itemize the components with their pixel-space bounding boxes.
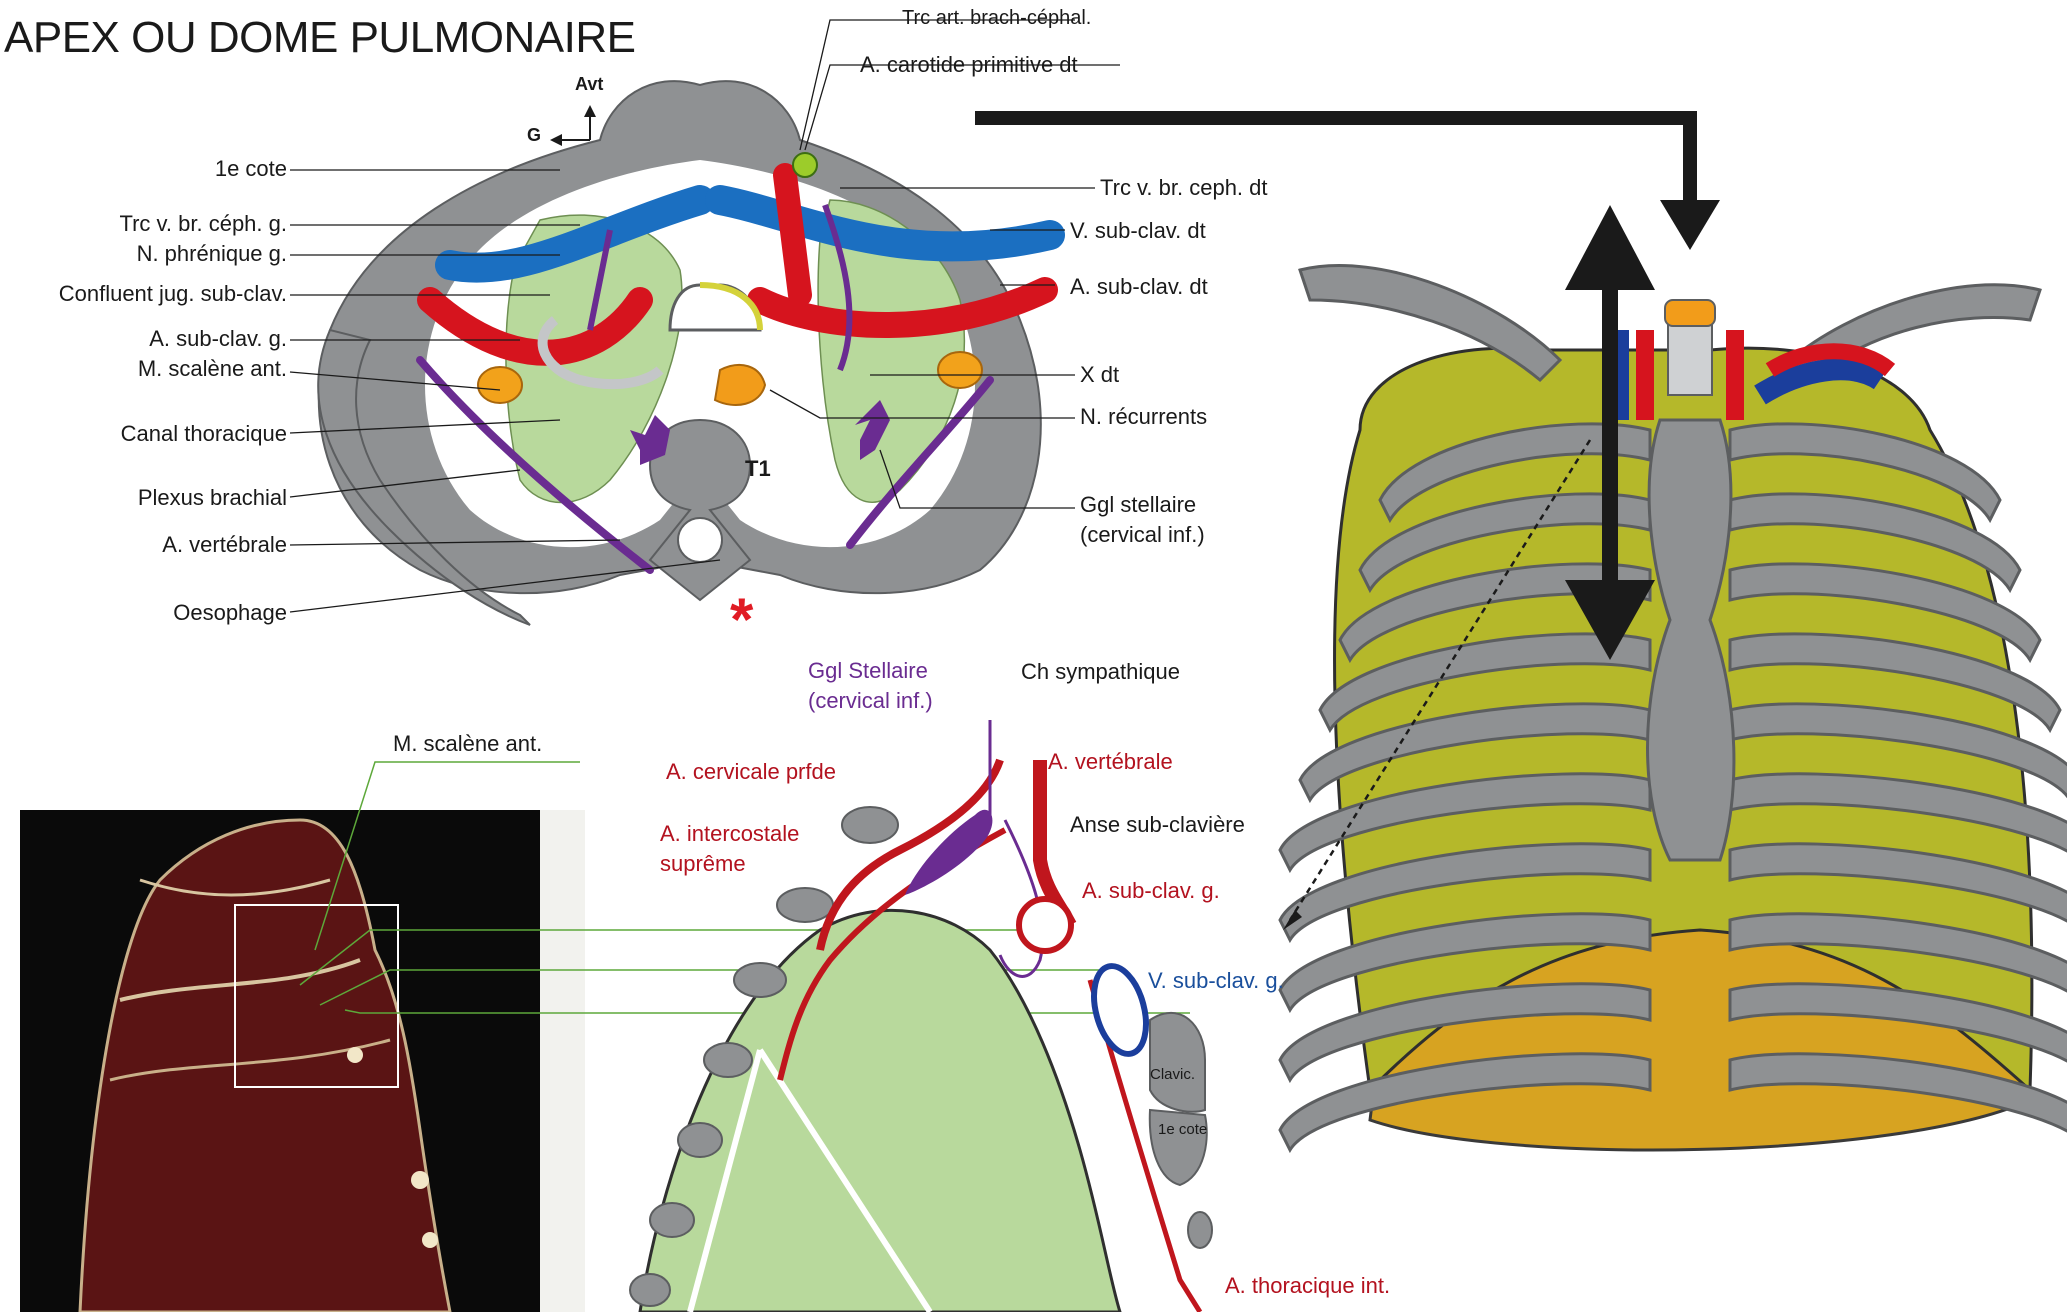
photo-strip-right <box>540 810 585 1312</box>
label-right-subclavian-vein: V. sub-clav. dt <box>1070 220 1206 242</box>
label-sympathetic-chain: Ch sympathique <box>1021 661 1180 683</box>
label-left-subclavian-vein-bottom: V. sub-clav. g. <box>1148 970 1284 992</box>
orientation-front-label: Avt <box>575 75 603 93</box>
label-anterior-scalene: M. scalène ant. <box>138 358 287 380</box>
vertebral-foramen <box>678 518 722 562</box>
label-stellate-line2: (cervical inf.) <box>808 690 933 712</box>
label-right-subclavian-artery: A. sub-clav. dt <box>1070 276 1208 298</box>
bent-arrow-head <box>1660 200 1720 250</box>
orientation-left-label: G <box>527 126 541 144</box>
arrowhead-left <box>550 134 562 146</box>
rib-section-4 <box>704 1043 752 1077</box>
label-supreme-intercostal-line2: suprême <box>660 853 746 875</box>
label-recurrent-nerves: N. récurrents <box>1080 406 1207 428</box>
label-right-brachiocephalic-vein: Trc v. br. ceph. dt <box>1100 177 1268 199</box>
label-scalene-photo: M. scalène ant. <box>393 733 542 755</box>
label-brachiocephalic-trunk: Trc art. brach-céphal. <box>902 8 1091 28</box>
subclavian-vein-schematic <box>1085 960 1155 1059</box>
rib-section-3 <box>734 963 786 997</box>
bent-arrow <box>975 118 1690 210</box>
page-title: APEX OU DOME PULMONAIRE <box>4 16 636 60</box>
label-first-rib: 1e cote <box>215 158 287 180</box>
arrowhead-up <box>584 105 596 117</box>
vertebra-spot-2 <box>422 1232 438 1248</box>
label-right-common-carotid: A. carotide primitive dt <box>860 54 1078 76</box>
rib-section-8 <box>1188 1212 1212 1248</box>
esophagus-top <box>1665 300 1715 326</box>
label-first-rib-bottom: 1e cote <box>1158 1122 1207 1137</box>
apex-cross-section: * <box>318 81 1050 653</box>
label-thoracic-duct: Canal thoracique <box>121 423 287 445</box>
rib-section-7 <box>630 1274 670 1306</box>
label-internal-thoracic-artery: A. thoracique int. <box>1225 1275 1390 1297</box>
common-carotid-left <box>793 153 817 177</box>
label-jugulo-subclavian-confluence: Confluent jug. sub-clav. <box>59 283 287 305</box>
label-left-subclavian-artery: A. sub-clav. g. <box>149 328 287 350</box>
left-scalene-anterior <box>478 367 522 403</box>
rib-section-5 <box>678 1123 722 1157</box>
subclavian-artery-schematic <box>1019 899 1071 951</box>
sagittal-section-photo <box>20 810 585 1312</box>
label-subclavian-loop: Anse sub-clavière <box>1070 814 1245 836</box>
label-vertebral-artery: A. vertébrale <box>162 534 287 556</box>
vertebra-spot-3 <box>347 1047 363 1063</box>
label-esophagus: Oesophage <box>173 602 287 624</box>
label-left-subclavian-artery-bottom: A. sub-clav. g. <box>1082 880 1220 902</box>
label-supreme-intercostal-line1: A. intercostale <box>660 823 799 845</box>
vertebra-label: T1 <box>745 458 771 480</box>
clavicle-section <box>1150 1013 1205 1112</box>
label-stellate-ganglion: Ggl stellaire <box>1080 494 1196 516</box>
label-brachial-plexus: Plexus brachial <box>138 487 287 509</box>
rib-section-1 <box>842 807 898 843</box>
esophagus <box>715 365 765 405</box>
rib-section-2 <box>777 888 833 922</box>
label-left-phrenic-nerve: N. phrénique g. <box>137 243 287 265</box>
label-deep-cervical-artery: A. cervicale prfde <box>666 761 836 783</box>
red-asterisk: * <box>730 586 754 653</box>
brachiocephalic-trunk <box>785 175 800 295</box>
double-arrow-top-head <box>1565 205 1655 290</box>
label-clavicle: Clavic. <box>1150 1067 1195 1082</box>
vertebra-spot-1 <box>411 1171 429 1189</box>
rib-section-6 <box>650 1203 694 1237</box>
subclavian-schematic <box>630 720 1212 1312</box>
label-vertebral-artery-bottom: A. vertébrale <box>1048 751 1173 773</box>
label-stellate-ganglion-sub: (cervical inf.) <box>1080 524 1205 546</box>
label-stellate-line1: Ggl Stellaire <box>808 660 928 682</box>
label-left-brachiocephalic-vein: Trc v. br. céph. g. <box>119 213 287 235</box>
right-scalene-anterior <box>938 352 982 388</box>
label-right-vagus: X dt <box>1080 364 1119 386</box>
